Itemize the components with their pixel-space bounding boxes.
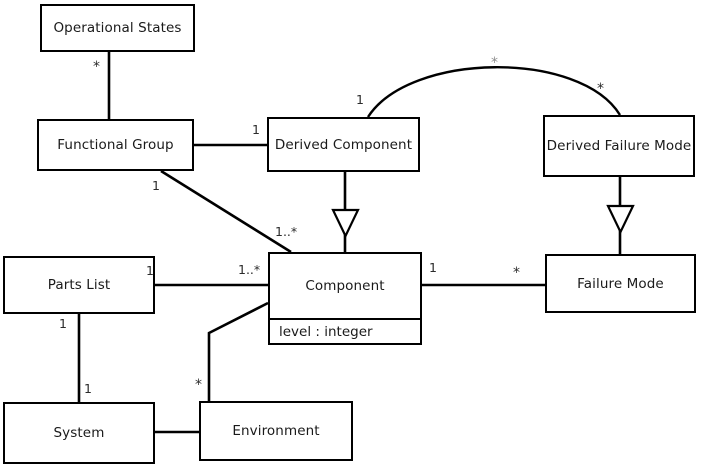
class-parts-list[interactable]: Parts List xyxy=(3,256,155,314)
class-component[interactable]: Component level : integer xyxy=(268,252,422,345)
class-name-system: System xyxy=(53,425,105,441)
multiplicity-functional-group-component-near-component: 1..* xyxy=(275,224,298,239)
multiplicity-parts-list-component-near-parts-list: 1 xyxy=(146,263,154,278)
multiplicity-parts-list-component-near-component: 1..* xyxy=(238,262,261,277)
class-name-derived-failure-mode: Derived Failure Mode xyxy=(546,138,692,154)
attribute-level: level : integer xyxy=(279,323,373,340)
generalization-triangle-derived-failure-mode xyxy=(606,204,635,235)
edge-derived-component-derived-failure-mode-arc xyxy=(366,66,622,118)
multiplicity-functional-group-derived-component: 1 xyxy=(252,122,260,137)
class-derived-failure-mode[interactable]: Derived Failure Mode xyxy=(543,115,695,177)
class-name-environment: Environment xyxy=(232,423,320,439)
class-name-failure-mode: Failure Mode xyxy=(577,275,664,292)
edge-environment-component xyxy=(207,301,269,401)
class-name-functional-group: Functional Group xyxy=(57,137,174,153)
class-functional-group[interactable]: Functional Group xyxy=(37,119,194,171)
multiplicity-component-failure-mode-near-component: 1 xyxy=(429,260,437,275)
class-operational-states[interactable]: Operational States xyxy=(40,4,195,52)
multiplicity-operational-states-functional-group: * xyxy=(93,59,100,75)
multiplicity-environment-component: * xyxy=(195,377,202,393)
class-name-operational-states: Operational States xyxy=(53,20,182,36)
class-name-parts-list: Parts List xyxy=(47,277,111,293)
class-name-component: Component xyxy=(305,278,385,294)
class-environment[interactable]: Environment xyxy=(199,401,353,461)
generalization-triangle-derived-component xyxy=(331,208,360,239)
multiplicity-derived-component-arc-start: 1 xyxy=(356,92,364,107)
multiplicity-derived-failure-mode-arc-end: * xyxy=(597,81,604,97)
multiplicity-parts-list-system-near-parts-list: 1 xyxy=(59,316,67,331)
multiplicity-parts-list-system-near-system: 1 xyxy=(84,381,92,396)
class-derived-component[interactable]: Derived Component xyxy=(267,117,420,172)
multiplicity-functional-group-component-near-functional-group: 1 xyxy=(152,178,160,193)
class-failure-mode[interactable]: Failure Mode xyxy=(545,254,696,313)
multiplicity-derived-arc-apex: * xyxy=(491,55,498,71)
edge-functional-group-component xyxy=(160,169,292,254)
class-name-derived-component: Derived Component xyxy=(274,136,413,153)
class-attributes-component: level : integer xyxy=(270,318,420,343)
multiplicity-component-failure-mode-near-failure-mode: * xyxy=(513,265,520,281)
class-system[interactable]: System xyxy=(3,402,155,464)
